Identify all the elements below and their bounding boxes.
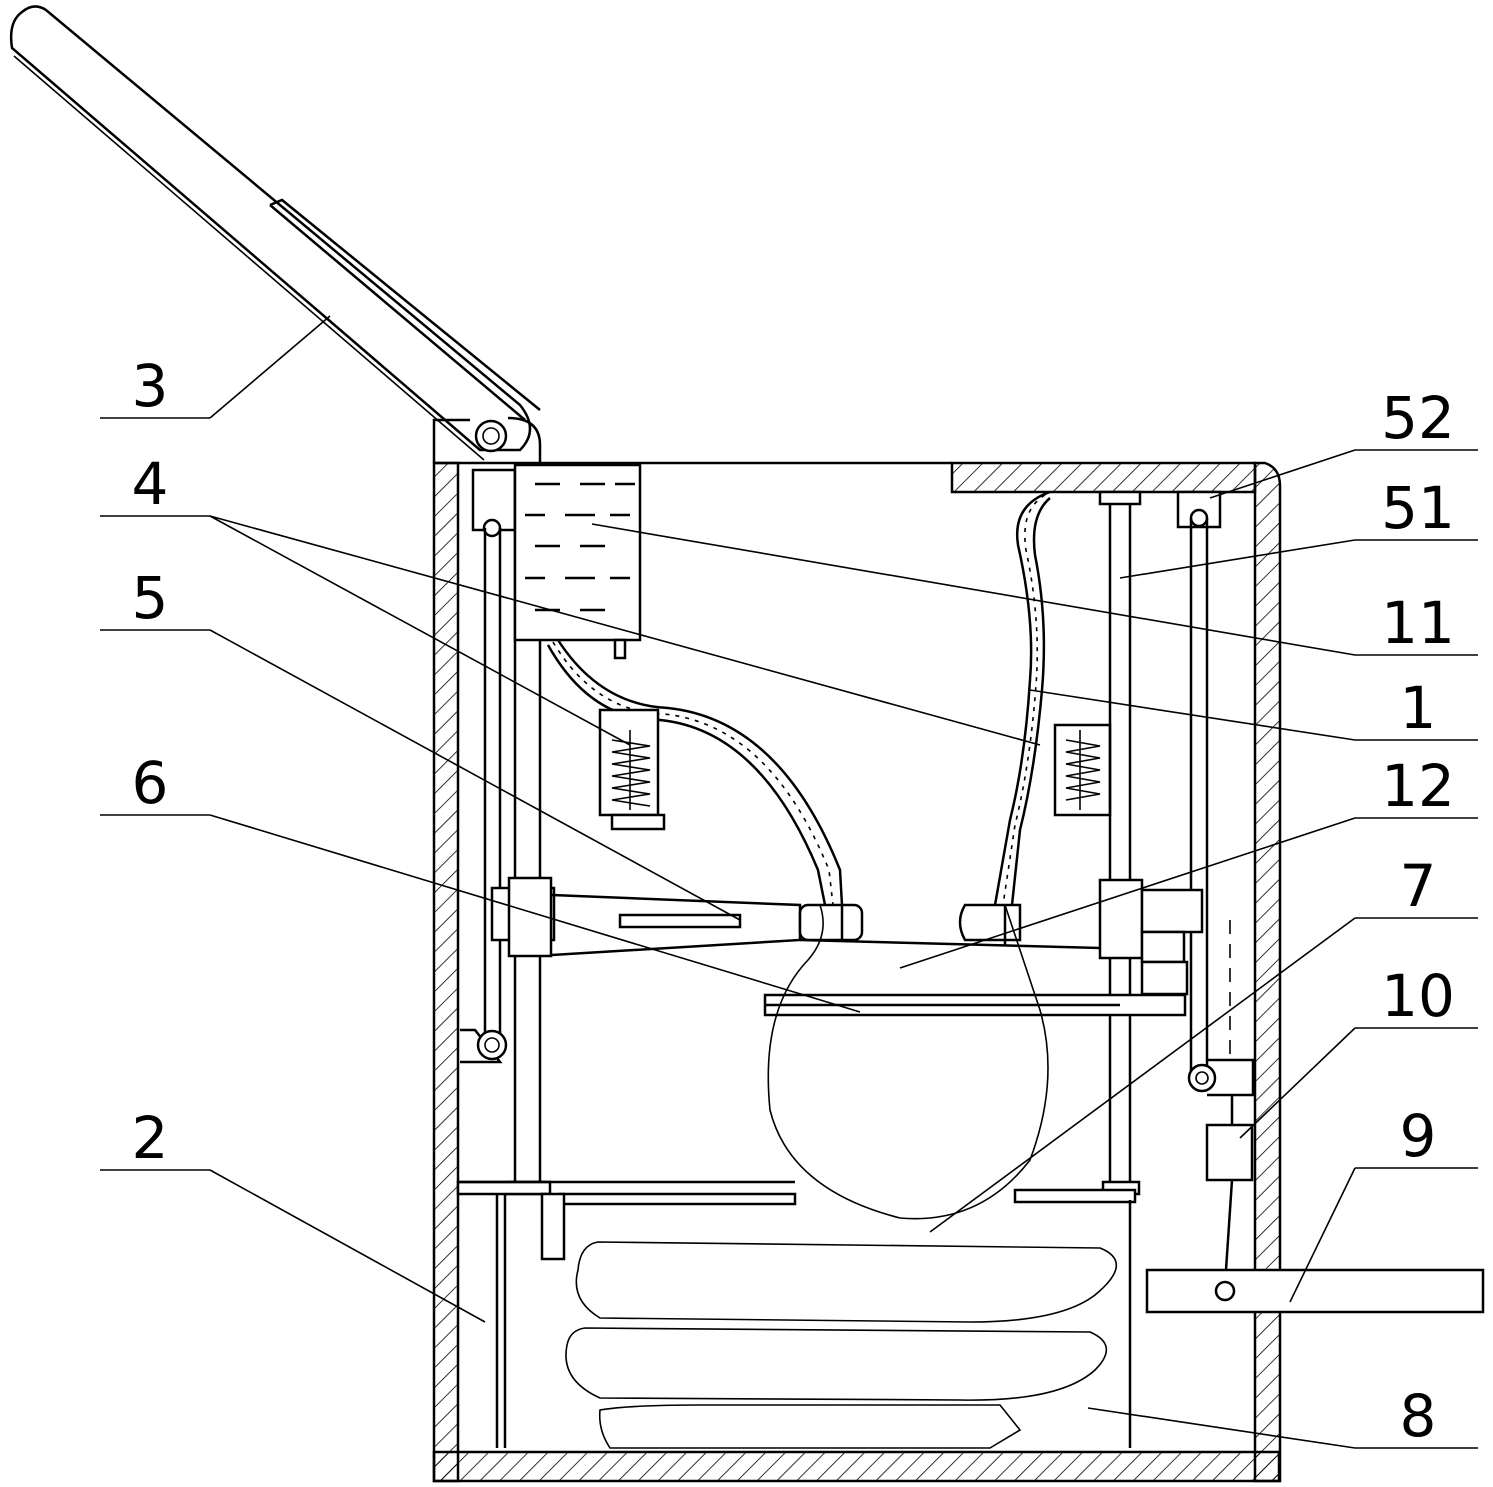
callout-9: 9: [1400, 1102, 1437, 1170]
water-tank: [513, 463, 642, 660]
callout-12: 12: [1381, 752, 1455, 820]
left-wall: [432, 461, 460, 1483]
callout-52: 52: [1381, 384, 1455, 452]
left-upper-pulley: [482, 518, 502, 538]
left-spring-box: [598, 708, 666, 831]
bottom-wall: [432, 1450, 1281, 1483]
right-wall: [1253, 461, 1282, 1483]
right-guide-rod: [1098, 490, 1142, 1196]
callout-8: 8: [1400, 1382, 1437, 1450]
housing: [432, 418, 1282, 1483]
lid-handle: [9, 5, 542, 472]
right-belt-drive: [1176, 490, 1255, 1097]
lid-hinge-pin: [474, 419, 508, 453]
hinge-lug: [432, 418, 470, 463]
callout-51: 51: [1381, 474, 1455, 542]
top-wall: [950, 461, 1257, 494]
callout-6: 6: [132, 749, 169, 817]
right-spring-box: [1053, 723, 1112, 817]
right-hose: [993, 490, 1051, 906]
callout-4: 4: [132, 450, 169, 518]
drive-unit: [1205, 1095, 1254, 1286]
pedal: [1145, 1268, 1485, 1314]
bag: [767, 904, 1049, 1220]
callout-3: 3: [132, 352, 169, 420]
callout-7: 7: [1400, 852, 1437, 920]
leader-lines: [100, 315, 1478, 1449]
drawer: [456, 1180, 1137, 1449]
clamp-carriage: [490, 876, 1204, 1017]
callout-labels: 3 4 5 6 2 52 51 11 1 12 7 10 9 8: [132, 352, 1455, 1450]
callout-1: 1: [1400, 674, 1437, 742]
callout-11: 11: [1381, 589, 1455, 657]
left-hose: [546, 639, 844, 906]
left-lower-pulley: [476, 1029, 508, 1061]
tank-outlet: [613, 638, 627, 660]
callout-10: 10: [1381, 962, 1455, 1030]
callout-5: 5: [132, 564, 169, 632]
callout-2: 2: [132, 1104, 169, 1172]
left-belt-drive: [460, 468, 517, 1064]
